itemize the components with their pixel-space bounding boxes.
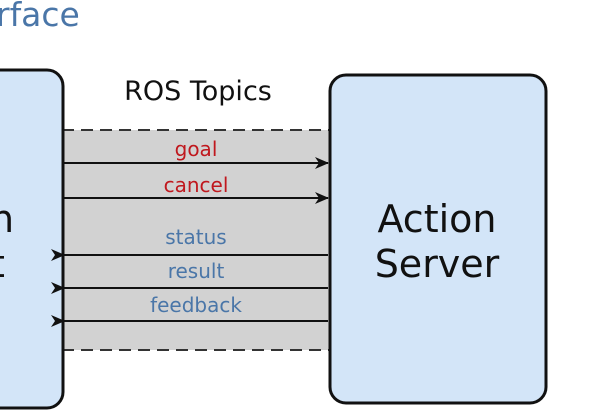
result-topic-label: result — [168, 259, 225, 283]
goal-topic-label: goal — [175, 137, 218, 161]
ros-topics-label: ROS Topics — [124, 76, 272, 107]
status-topic-label: status — [165, 225, 226, 249]
cancel-topic-label: cancel — [164, 173, 229, 197]
feedback-topic-label: feedback — [150, 293, 242, 317]
action-server-label-line2: Server — [375, 242, 500, 286]
action-client-label-line1: n — [0, 197, 14, 241]
action-server-box — [328, 73, 548, 405]
action-client-label-line2: t — [0, 242, 5, 286]
action-client-box — [0, 68, 65, 410]
action-server-label-line1: Action — [377, 197, 496, 241]
diagram-title: rface — [0, 0, 80, 34]
topics-band — [62, 130, 330, 350]
